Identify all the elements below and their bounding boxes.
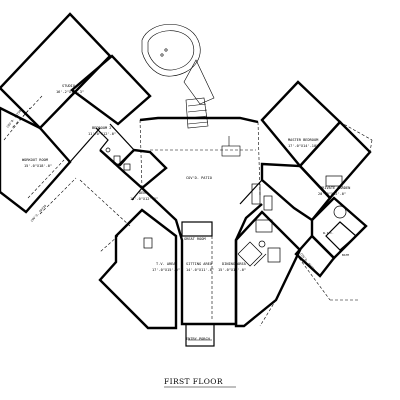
right-bottom-walls — [234, 210, 302, 328]
label-den-dims: 10'-0"X12'-0" — [130, 197, 158, 201]
label-tv-area-dims: 17'-0"X15'-0" — [152, 268, 180, 272]
label-covd-patio-right: COV'D. PATIO — [299, 252, 316, 272]
label-studio-dims: 16'-2"X12'-3" — [56, 90, 84, 94]
label-master-bedroom-dims: 17'-0"X14'-10" — [288, 144, 318, 148]
label-wic: W.I.C. — [323, 231, 334, 235]
label-private-garden-dims: 20'-0"X12'-0" — [318, 192, 346, 196]
left-bottom-wing-walls — [98, 187, 178, 330]
left-wing-walls — [0, 12, 168, 227]
label-studio-name: STUDIO — [62, 84, 75, 88]
label-bedroom2-name: BEDROOM 2 — [92, 126, 111, 130]
label-great-room: GREAT ROOM — [184, 237, 206, 241]
label-court-patio: COV'D. PATIO — [186, 176, 212, 180]
label-den-name: DEN — [139, 191, 146, 195]
label-workout-name: WORKOUT ROOM — [22, 158, 49, 162]
label-entry-porch: ENTRY PORCH — [186, 337, 210, 341]
floor-title: FIRST FLOOR — [164, 377, 223, 386]
label-bedroom2-dims: 11'-0"X12'-0" — [88, 132, 116, 136]
label-sitting-area-dims: 14'-0"X11'-0" — [186, 268, 214, 272]
label-dining-area-name: DINING AREA — [222, 262, 247, 266]
right-wing-walls — [239, 80, 373, 301]
label-private-garden-name: PRIVATE GARDEN — [320, 186, 350, 190]
label-tv-area-name: T.V. AREA — [156, 262, 176, 266]
label-covd-patio-left-b: COV'D. PATIO — [30, 204, 48, 223]
label-sitting-area-name: SITTING AREA — [186, 262, 213, 266]
label-master-bedroom-name: MASTER BEDROOM — [288, 138, 319, 142]
label-dining-area-dims: 15'-0"X14'-0" — [218, 268, 246, 272]
label-bath: BATH — [342, 253, 349, 257]
left-wing-fixtures — [105, 147, 131, 171]
gazebo-structure — [141, 23, 215, 129]
entry-porch-walls — [185, 323, 215, 347]
label-workout-dims: 15'-0"X18'-0" — [24, 164, 52, 168]
